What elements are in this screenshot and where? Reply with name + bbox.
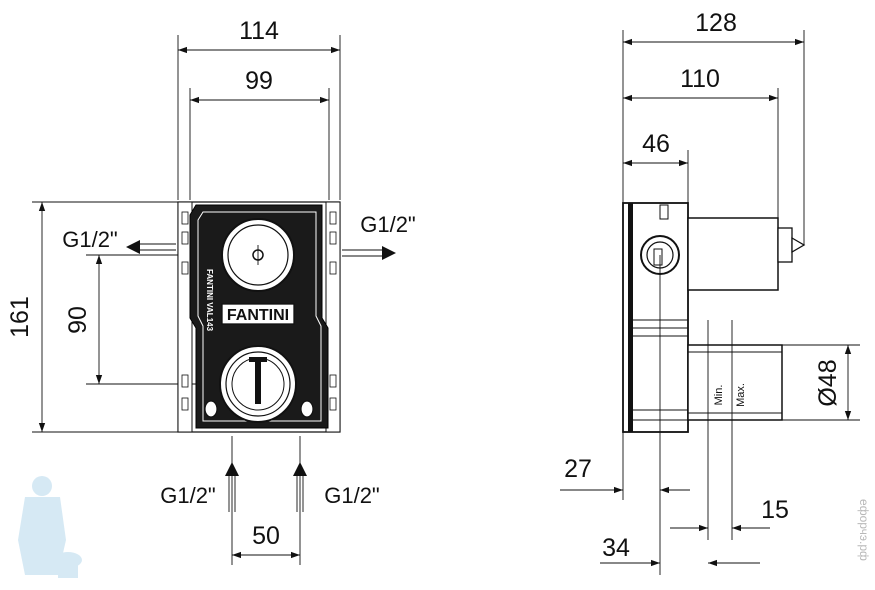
rail-slots [181, 211, 337, 411]
side-box-clip [659, 204, 669, 220]
top-cartridge [687, 217, 779, 291]
port-left-label: G1/2" [62, 227, 118, 252]
top-cartridge-tip [791, 236, 806, 254]
port-right-label: G1/2" [360, 212, 416, 237]
dim-depth-total: 128 [695, 9, 737, 37]
brand-plate [221, 303, 295, 325]
side-outlet-nut [653, 248, 663, 266]
thermostatic-knob-tick [249, 357, 267, 362]
side-view: 128 110 46 Min. Max. [560, 9, 860, 575]
label-min: Min. [713, 385, 725, 406]
plumber-watermark [18, 476, 82, 578]
mounting-hole-left [204, 400, 218, 418]
dim-inlet-spacing: 50 [252, 522, 280, 550]
mounting-hole-right [300, 400, 314, 418]
dim-34: 34 [602, 534, 630, 562]
label-max: Max. [735, 383, 747, 407]
dim-depth-front: 46 [642, 130, 670, 158]
dim-depth-body: 110 [680, 65, 720, 93]
right-outlet-arrow [342, 246, 396, 260]
front-view: 114 99 161 90 [6, 17, 416, 565]
dim-diameter: Ø48 [814, 359, 842, 406]
inlet-right-label: G1/2" [324, 483, 380, 508]
dim-height: 161 [6, 296, 34, 338]
side-box-front-rail [628, 203, 633, 432]
dim-15: 15 [761, 496, 789, 524]
thermostatic-knob-ring [225, 351, 291, 417]
brand-label: FANTINI [227, 307, 289, 324]
diverter-knob-ring [227, 224, 289, 286]
dim-27: 27 [564, 455, 592, 483]
left-outlet-arrow [126, 240, 176, 254]
dim-width-outer: 114 [239, 17, 279, 45]
thermostatic-knob-slot [255, 360, 261, 404]
top-cartridge-stem [777, 227, 793, 263]
dim-width-inner: 99 [245, 67, 273, 95]
right-rail [325, 201, 341, 433]
lower-cartridge [687, 344, 783, 421]
inlet-left-label: G1/2" [160, 483, 216, 508]
dim-outlet-spacing: 90 [64, 306, 92, 334]
watermark-text: ефорчэ.рф [857, 499, 871, 561]
side-label: FANTINI VAL143 [205, 269, 214, 332]
